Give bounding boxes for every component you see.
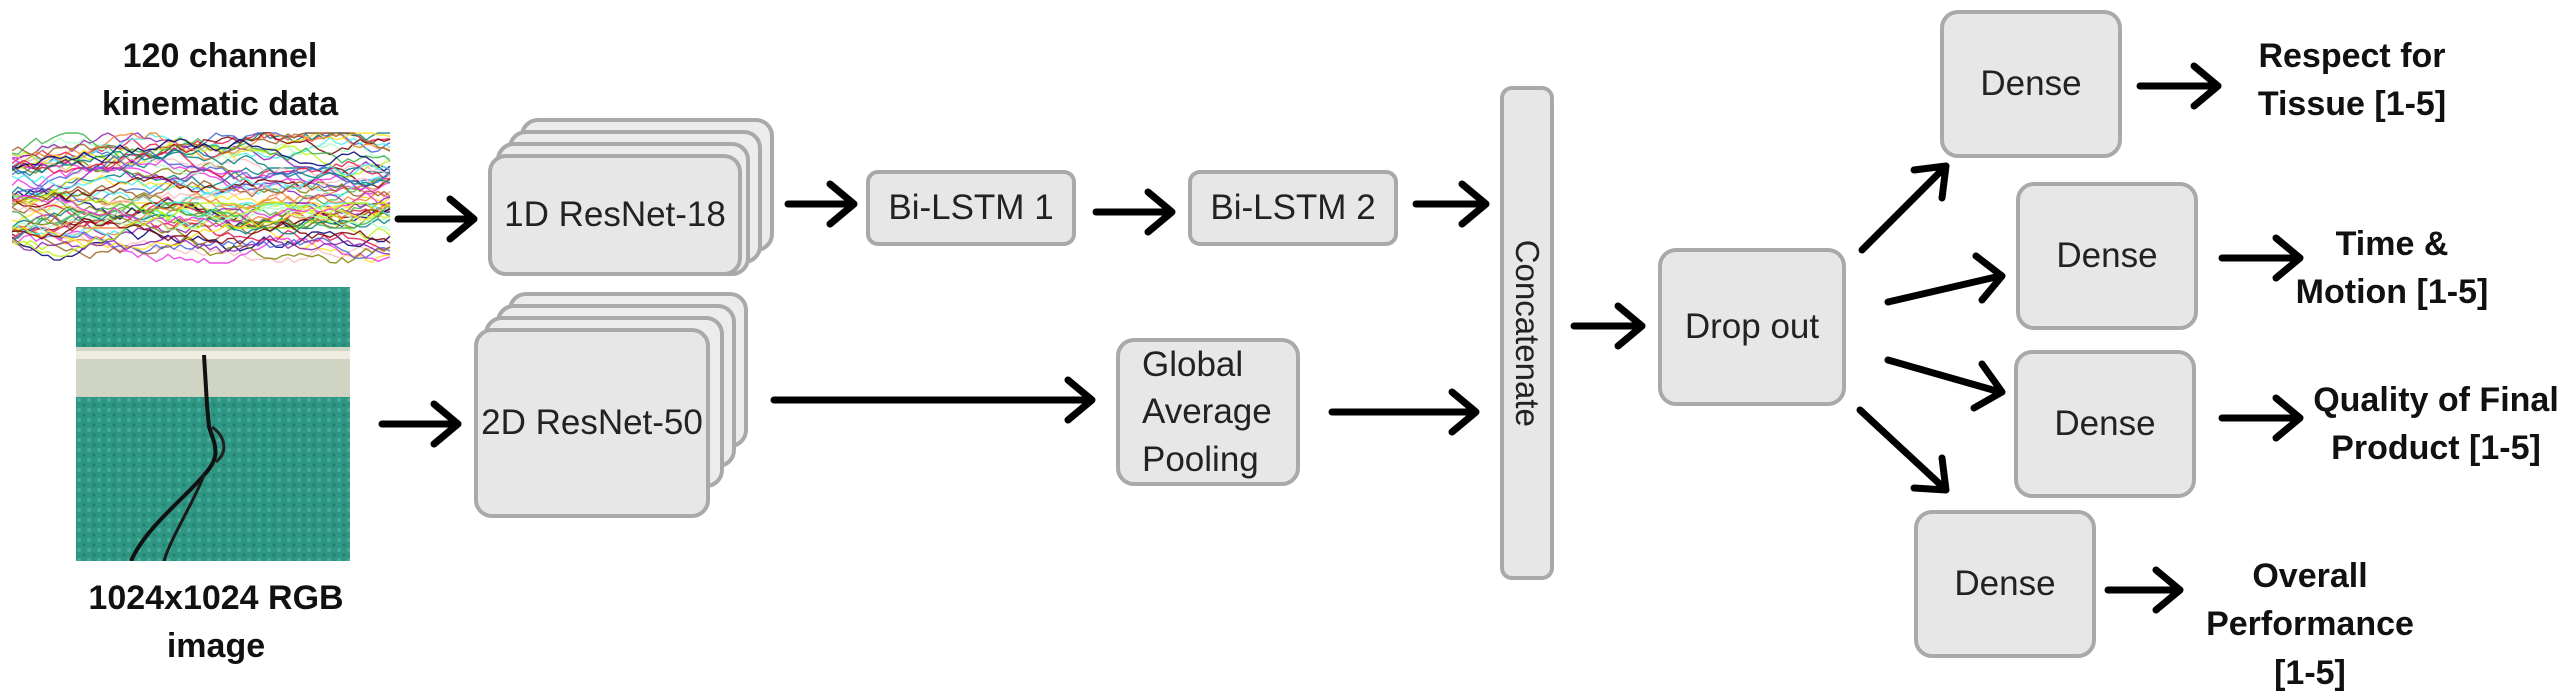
arrow-dropout-to-dense1: [1858, 164, 1948, 254]
kinematic-channel-trace: [12, 176, 391, 216]
kinematic-channel-trace: [12, 226, 391, 260]
kinematic-channel-trace: [12, 167, 391, 208]
kinematic-channel-trace: [12, 203, 391, 251]
kinematic-channel-trace: [12, 234, 391, 255]
kinematic-channel-trace: [12, 214, 391, 251]
output-label-quality-final-product: Quality of Final Product [1-5]: [2313, 381, 2559, 468]
global-average-pooling-label: Global Average Pooling: [1142, 345, 1272, 479]
bilstm2-label: Bi-LSTM 2: [1210, 188, 1376, 228]
dense-block-1: Dense: [1940, 10, 2122, 158]
dense-label-3: Dense: [2054, 404, 2156, 444]
kinematic-channel-trace: [12, 217, 391, 245]
bilstm1-label: Bi-LSTM 1: [888, 188, 1054, 228]
output-label-time-motion: Time & Motion [1-5]: [2295, 225, 2489, 312]
bilstm2-block: Bi-LSTM 2: [1188, 170, 1398, 246]
dense-block-2: Dense: [2016, 182, 2198, 330]
dense-block-3: Dense: [2014, 350, 2196, 498]
resnet1d-label: 1D ResNet-18: [504, 195, 726, 235]
kinematic-channel-trace: [12, 157, 391, 193]
dense-label-2: Dense: [2056, 236, 2158, 276]
output-label-overall-performance: Overall Performance [1-5]: [2206, 557, 2414, 692]
resnet1d-block: 1D ResNet-18: [488, 154, 742, 276]
arrow-dropout-to-dense3: [1884, 356, 2004, 396]
global-average-pooling-block: Global Average Pooling: [1116, 338, 1300, 486]
kinematic-channel-trace: [12, 179, 391, 208]
kinematic-channel-trace: [12, 205, 391, 264]
arrow-dropout-to-dense4: [1856, 406, 1948, 492]
kinematic-channel-trace: [12, 163, 391, 194]
resnet2d-block: 2D ResNet-50: [474, 328, 710, 518]
rgb-image-label: 1024x1024 RGB image: [88, 579, 344, 666]
kinematic-channel-trace: [12, 203, 391, 232]
kinematic-channel-trace: [12, 138, 391, 172]
resnet2d-label: 2D ResNet-50: [481, 403, 703, 443]
kinematic-channel-trace: [12, 190, 391, 229]
kinematic-channel-trace: [12, 137, 391, 175]
kinematic-channel-trace: [12, 196, 391, 229]
kinematic-data-label: 120 channel kinematic data: [101, 37, 339, 124]
dense-label-4: Dense: [1954, 564, 2056, 604]
dense-block-4: Dense: [1914, 510, 2096, 658]
kinematic-channel-trace: [12, 227, 391, 261]
kinematic-channel-trace: [12, 202, 391, 258]
dropout-label: Drop out: [1684, 307, 1820, 347]
kinematic-channel-trace: [12, 132, 391, 168]
kinematic-channel-trace: [12, 224, 391, 264]
kinematic-channel-trace: [12, 201, 391, 229]
kinematic-channel-trace: [12, 190, 391, 229]
kinematic-channel-trace: [12, 132, 391, 164]
bilstm1-block: Bi-LSTM 1: [866, 170, 1076, 246]
kinematic-channel-trace: [12, 202, 391, 238]
dropout-block: Drop out: [1658, 248, 1846, 406]
kinematic-channel-trace: [12, 167, 391, 199]
kinematic-signal-plot: [12, 128, 392, 268]
dense-label-1: Dense: [1980, 64, 2082, 104]
kinematic-channel-trace: [12, 192, 391, 228]
kinematic-channel-trace: [12, 148, 391, 187]
suture-rgb-image: [76, 287, 350, 561]
arrow-dropout-to-dense2: [1884, 272, 2004, 306]
concatenate-block: Concatenate: [1500, 86, 1554, 580]
output-label-respect-for-tissue: Respect for Tissue [1-5]: [2257, 37, 2447, 124]
